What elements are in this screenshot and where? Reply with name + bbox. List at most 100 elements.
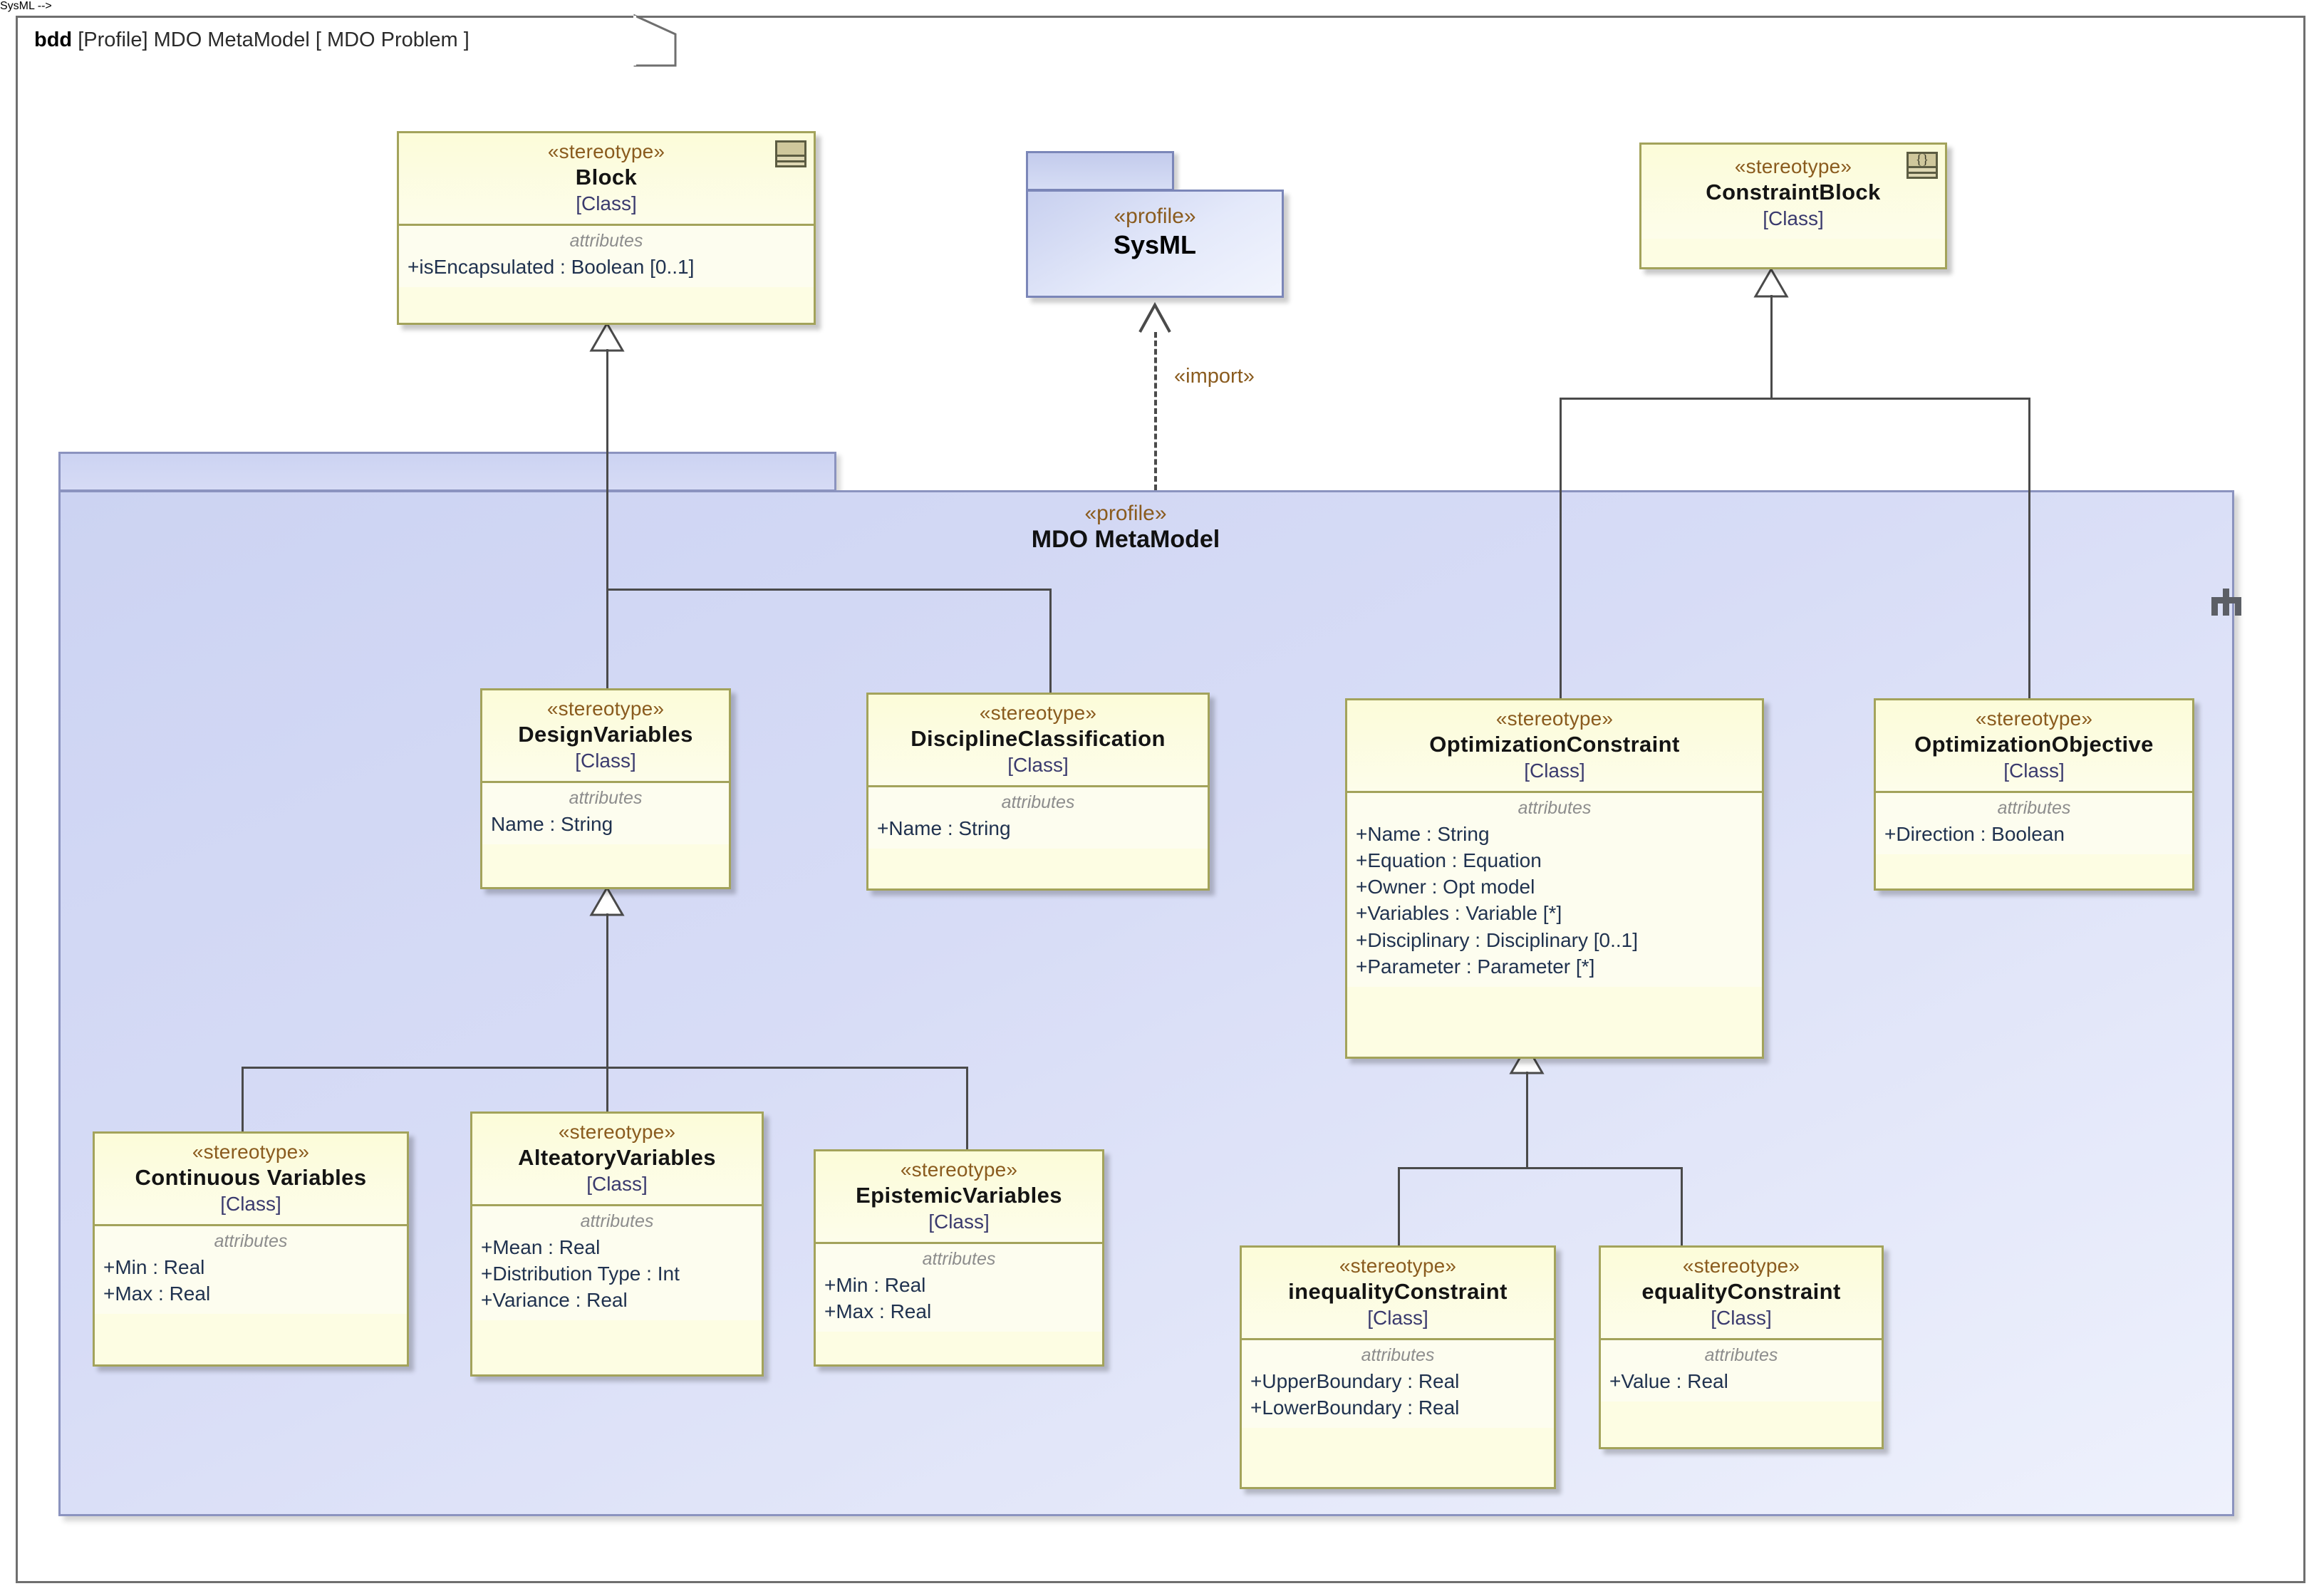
attribute-row: +Owner : Opt model	[1356, 876, 1535, 898]
attribute-row: +LowerBoundary : Real	[1250, 1396, 1460, 1419]
frame-name: [ MDO Problem ]	[315, 28, 469, 51]
import-dependency-line	[1154, 332, 1157, 490]
frame-kind: bdd	[34, 28, 73, 51]
class-box-inequality-constraint[interactable]: «stereotype» inequalityConstraint [Class…	[1240, 1245, 1556, 1489]
block-to-discipline-drop	[1049, 589, 1052, 694]
class-header-optimization-constraint: «stereotype» OptimizationConstraint [Cla…	[1347, 700, 1762, 792]
class-box-equality-constraint[interactable]: «stereotype» equalityConstraint [Class] …	[1599, 1245, 1884, 1449]
class-metaclass: [Class]	[1524, 760, 1585, 782]
stereotype-keyword: «stereotype»	[1339, 1255, 1457, 1277]
generalization-set-icon[interactable]	[2211, 589, 2241, 616]
class-header-design-variables: «stereotype» DesignVariables [Class]	[482, 690, 729, 782]
class-name: equalityConstraint	[1641, 1278, 1841, 1304]
stereotype-keyword: «stereotype»	[1682, 1255, 1800, 1277]
constraintblock-generalization-branch	[1560, 398, 2030, 400]
class-box-alteatory-variables[interactable]: «stereotype» AlteatoryVariables [Class] …	[470, 1112, 764, 1377]
sysml-package-tab	[1026, 151, 1174, 191]
class-attributes-continuous-variables: attributes +Min : Real +Max : Real	[95, 1226, 407, 1315]
designvariables-generalization-branch	[242, 1067, 968, 1069]
class-header-continuous-variables: «stereotype» Continuous Variables [Class…	[95, 1134, 407, 1225]
class-metaclass: [Class]	[1007, 754, 1069, 777]
stereotype-keyword: «stereotype»	[546, 698, 665, 720]
stereotype-keyword: «stereotype»	[1975, 708, 2093, 730]
diagram-frame-tab	[16, 14, 677, 67]
class-attributes-equality-constraint: attributes +Value : Real	[1601, 1340, 1882, 1402]
class-header-discipline-classification: «stereotype» DisciplineClassification [C…	[868, 695, 1208, 786]
class-attributes-epistemic-variables: attributes +Min : Real +Max : Real	[816, 1244, 1102, 1332]
constraintblock-generalization-arrowhead	[1753, 267, 1789, 298]
class-box-epistemic-variables[interactable]: «stereotype» EpistemicVariables [Class] …	[814, 1149, 1104, 1367]
attribute-row: +Min : Real	[824, 1273, 926, 1296]
class-divider	[95, 1224, 407, 1227]
class-box-optimization-constraint[interactable]: «stereotype» OptimizationConstraint [Cla…	[1345, 698, 1764, 1059]
class-box-optimization-objective[interactable]: «stereotype» OptimizationObjective [Clas…	[1874, 698, 2194, 891]
import-label: «import»	[1174, 365, 1255, 388]
class-metaclass: [Class]	[1711, 1307, 1772, 1330]
attribute-row: +Value : Real	[1609, 1369, 1728, 1392]
attribute-row: +Variables : Variable [*]	[1356, 902, 1562, 925]
class-box-continuous-variables[interactable]: «stereotype» Continuous Variables [Class…	[93, 1131, 409, 1367]
attribute-row: +Parameter : Parameter [*]	[1356, 955, 1595, 978]
class-attributes-block: attributes +isEncapsulated : Boolean [0.…	[399, 226, 814, 288]
class-metaclass: [Class]	[220, 1193, 281, 1216]
attributes-caption: attributes	[1704, 1345, 1778, 1366]
class-header-equality-constraint: «stereotype» equalityConstraint [Class]	[1601, 1248, 1882, 1339]
class-metaclass: [Class]	[586, 1173, 648, 1196]
class-name: DisciplineClassification	[911, 725, 1166, 751]
constraintblock-to-optconstraint-drop	[1560, 398, 1562, 698]
mdo-package-keyword: «profile»	[1084, 502, 1167, 525]
class-divider	[1242, 1338, 1554, 1341]
class-header-alteatory-variables: «stereotype» AlteatoryVariables [Class]	[472, 1114, 762, 1205]
sysml-package-title: «profile» SysML	[1028, 204, 1282, 260]
stereotype-keyword: «stereotype»	[1734, 155, 1852, 177]
mdo-package-tab	[58, 452, 836, 492]
class-name: EpistemicVariables	[856, 1182, 1062, 1208]
attribute-row: +Equation : Equation	[1356, 849, 1542, 872]
sysml-package-keyword: «profile»	[1114, 204, 1196, 228]
attribute-row: +Min : Real	[103, 1255, 205, 1278]
class-metaclass: [Class]	[576, 192, 637, 215]
attribute-row: Name : String	[491, 812, 613, 835]
import-arrow-head	[1138, 301, 1171, 333]
class-header-block: «stereotype» Block [Class]	[399, 133, 814, 224]
class-name: Block	[575, 164, 638, 190]
sysml-package-name: SysML	[1113, 229, 1197, 259]
class-box-block[interactable]: «stereotype» Block [Class] attributes +i…	[397, 131, 816, 325]
class-divider	[1876, 791, 2192, 794]
attribute-row: +Name : String	[877, 817, 1011, 839]
frame-header-label: bdd [Profile] MDO MetaModel [ MDO Proble…	[34, 28, 469, 52]
sysml-package[interactable]: «profile» SysML	[1026, 190, 1284, 298]
class-header-optimization-objective: «stereotype» OptimizationObjective [Clas…	[1876, 700, 2192, 792]
attributes-caption: attributes	[214, 1231, 288, 1252]
class-attributes-design-variables: attributes Name : String	[482, 783, 729, 845]
block-generalization-arrowhead	[589, 321, 625, 352]
class-attributes-alteatory-variables: attributes +Mean : Real +Distribution Ty…	[472, 1206, 762, 1321]
class-name: DesignVariables	[518, 721, 693, 747]
optconstraint-to-inequality-drop	[1398, 1167, 1400, 1245]
attribute-row: +Max : Real	[103, 1282, 211, 1305]
stereotype-keyword: «stereotype»	[192, 1141, 310, 1163]
attribute-row: +isEncapsulated : Boolean [0..1]	[408, 255, 695, 278]
class-header-inequality-constraint: «stereotype» inequalityConstraint [Class…	[1242, 1248, 1554, 1339]
attributes-caption: attributes	[1518, 798, 1592, 819]
class-divider	[1347, 791, 1762, 794]
class-attributes-optimization-constraint: attributes +Name : String +Equation : Eq…	[1347, 793, 1762, 988]
class-name: OptimizationObjective	[1914, 731, 2154, 757]
class-name: ConstraintBlock	[1706, 179, 1881, 204]
class-box-design-variables[interactable]: «stereotype» DesignVariables [Class] att…	[480, 688, 731, 889]
class-attributes-optimization-objective: attributes +Direction : Boolean	[1876, 793, 2192, 855]
attribute-row: +UpperBoundary : Real	[1250, 1369, 1460, 1392]
class-header-epistemic-variables: «stereotype» EpistemicVariables [Class]	[816, 1151, 1102, 1243]
block-icon	[775, 140, 806, 167]
class-metaclass: [Class]	[928, 1211, 990, 1233]
stereotype-keyword: «stereotype»	[1495, 708, 1614, 730]
class-box-constraint-block[interactable]: {} «stereotype» ConstraintBlock [Class]	[1639, 142, 1947, 269]
class-box-discipline-classification[interactable]: «stereotype» DisciplineClassification [C…	[866, 693, 1210, 891]
class-name: Continuous Variables	[135, 1164, 367, 1190]
block-generalization-stem	[606, 349, 608, 693]
optconstraint-generalization-stem	[1526, 1072, 1528, 1168]
class-divider	[472, 1204, 762, 1207]
class-name: AlteatoryVariables	[518, 1144, 716, 1170]
attributes-caption: attributes	[1997, 798, 2071, 819]
stereotype-keyword: «stereotype»	[547, 140, 665, 162]
